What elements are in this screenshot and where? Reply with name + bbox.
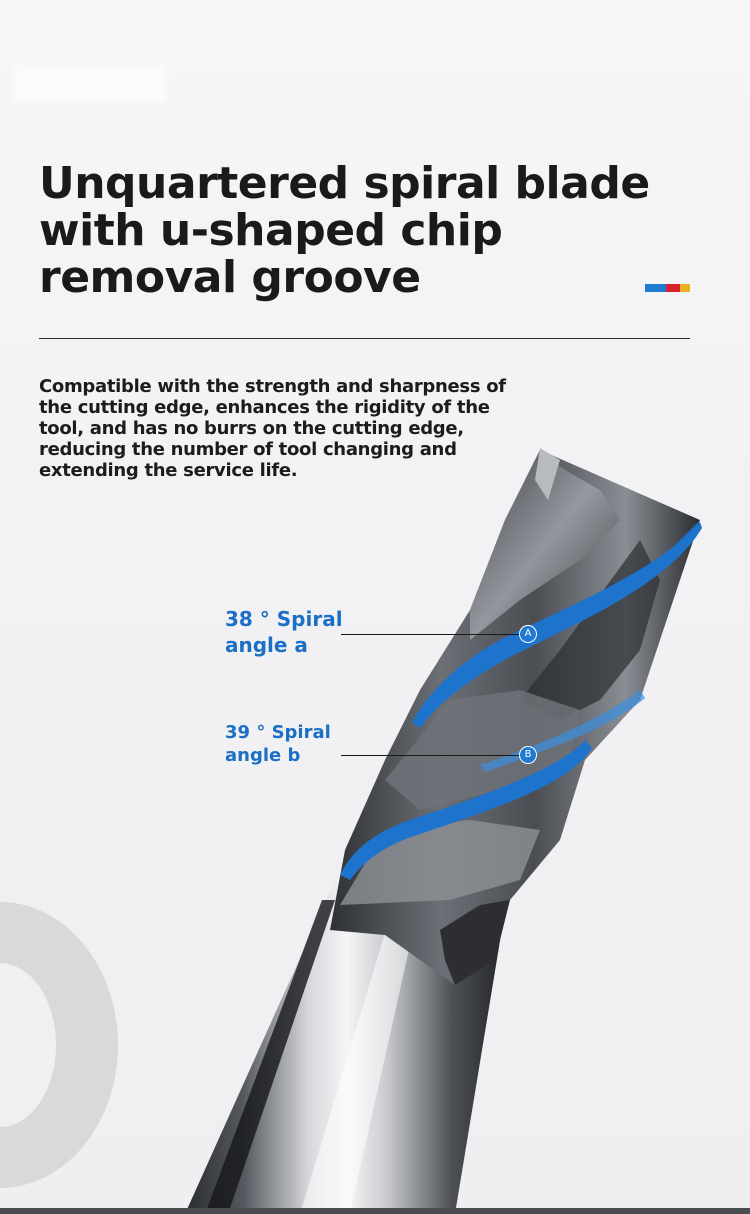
title-divider (39, 338, 690, 339)
color-bar-red (666, 284, 680, 292)
description-line-5: extending the service life. (39, 460, 298, 481)
spiral-angle-b-label: 39 ° Spiral angle b (225, 721, 331, 767)
spiral-angle-b-line-1: 39 ° Spiral (225, 722, 331, 743)
color-bar-blue (645, 284, 666, 292)
title-line-1: Unquartered spiral blade (39, 158, 650, 209)
leader-line-a (341, 634, 521, 635)
spiral-angle-b-line-2: angle b (225, 745, 301, 766)
page-title: Unquartered spiral blade with u-shaped c… (39, 158, 650, 303)
color-bar-yellow (680, 284, 690, 292)
spiral-angle-a-line-1: 38 ° Spiral (225, 607, 343, 631)
description-line-2: the cutting edge, enhances the rigidity … (39, 397, 490, 418)
title-line-2: with u-shaped chip (39, 205, 503, 256)
faded-logo-area (12, 64, 168, 104)
description-line-3: tool, and has no burrs on the cutting ed… (39, 418, 464, 439)
bottom-edge-strip (0, 1208, 750, 1214)
ring-decoration-icon (0, 902, 118, 1188)
spiral-angle-a-line-2: angle a (225, 633, 308, 657)
spiral-angle-a-label: 38 ° Spiral angle a (225, 606, 343, 658)
feature-description: Compatible with the strength and sharpne… (39, 376, 509, 481)
marker-a-badge: A (519, 625, 537, 643)
title-line-3: removal groove (39, 252, 421, 303)
description-line-1: Compatible with the strength and sharpne… (39, 376, 506, 397)
description-line-4: reducing the number of tool changing and (39, 439, 457, 460)
marker-b-badge: B (519, 746, 537, 764)
brand-color-bar (645, 284, 690, 292)
leader-line-b (341, 755, 521, 756)
